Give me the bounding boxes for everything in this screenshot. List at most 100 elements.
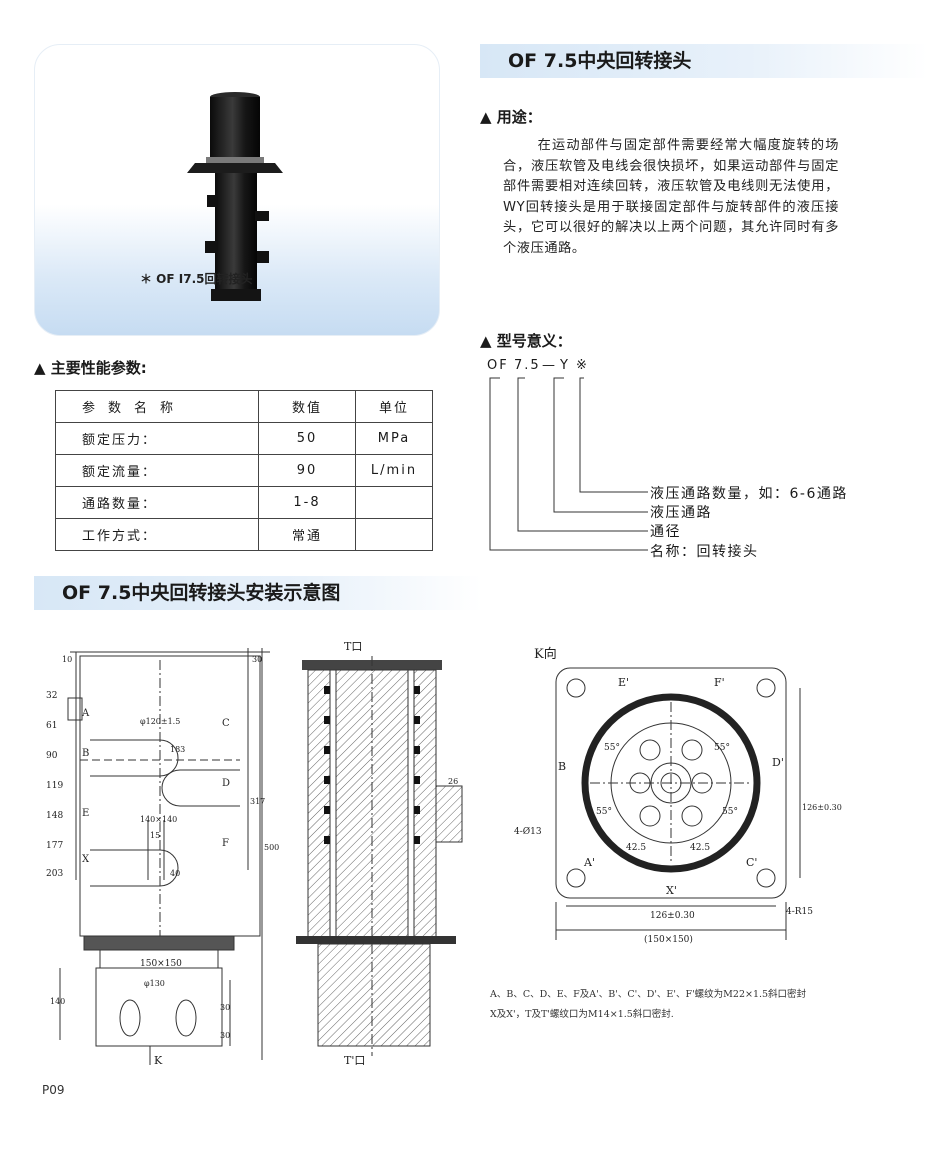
page-number: P09 xyxy=(42,1083,65,1097)
table-row: 通路数量： 1-8 xyxy=(55,486,433,519)
table-cell: 额定压力： xyxy=(55,422,259,455)
table-header: 单位 xyxy=(355,390,433,423)
table-cell: 常通 xyxy=(258,518,356,551)
port-label: A' xyxy=(583,856,595,869)
model-code-y: Y xyxy=(560,358,570,373)
model-code-mark: ※ xyxy=(576,358,589,373)
port-label: B xyxy=(82,748,89,759)
port-label: E xyxy=(82,808,89,819)
dim-label: 150×150 xyxy=(140,959,182,969)
params-heading: ▲ 主要性能参数: xyxy=(34,359,147,377)
table-header: 参数名称 xyxy=(55,390,259,423)
k-view-drawing: K向 E' F' B D' A' X' C' 55° 55° 55° 55° 4… xyxy=(514,646,842,945)
dim-label: 42.5 xyxy=(626,843,646,853)
port-label: A xyxy=(81,708,90,719)
table-cell: 90 xyxy=(258,454,356,487)
port-label: E' xyxy=(618,676,629,689)
table-cell xyxy=(355,486,433,519)
dim-label: 140 xyxy=(50,997,65,1006)
usage-text: 在运动部件与固定部件需要经常大幅度旋转的场合，液压软管及电线会很快损坏，如果运动… xyxy=(503,136,839,260)
dim-label: (150×150) xyxy=(644,934,693,945)
usage-body: 在运动部件与固定部件需要经常大幅度旋转的场合，液压软管及电线会很快损坏，如果运动… xyxy=(503,138,839,256)
port-label: F xyxy=(222,838,229,849)
table-cell: 1-8 xyxy=(258,486,356,519)
dim-label: 26 xyxy=(448,777,458,786)
model-code-of: OF xyxy=(487,358,509,373)
model-code-dash: — xyxy=(542,358,557,373)
dim-left-label: 119 xyxy=(46,781,63,791)
port-label: C' xyxy=(746,856,757,869)
install-title: OF 7.5中央回转接头安装示意图 xyxy=(34,576,482,610)
dim-label: 40 xyxy=(170,869,180,878)
port-label: F' xyxy=(714,676,725,689)
dim-label: 30 xyxy=(252,655,262,664)
install-title-text: 7.5中央回转接头安装示意图 xyxy=(97,582,341,604)
dim-label: 183 xyxy=(170,745,185,754)
front-view-drawing: 32 61 90 119 148 177 203 A B E X C D F 1… xyxy=(46,648,279,1067)
table-cell: MPa xyxy=(355,422,433,455)
rotary-joint-photo xyxy=(187,92,283,301)
table-row: 额定流量： 90 L/min xyxy=(55,454,433,487)
port-label: D xyxy=(222,778,230,789)
table-header-row: 参数名称 数值 单位 xyxy=(55,390,433,423)
dim-label: φ120±1.5 xyxy=(140,717,180,726)
dim-label: 15 xyxy=(150,831,160,840)
dim-label: 10 xyxy=(62,655,72,664)
dim-left-label: 32 xyxy=(46,691,57,701)
model-label-path: 液压通路 xyxy=(650,505,712,521)
dim-label: 317 xyxy=(250,797,265,806)
model-code-size: 7.5 xyxy=(514,358,541,373)
thread-note-1: A、B、C、D、E、F及A'、B'、C'、D'、E'、F'螺纹为M22×1.5斜… xyxy=(490,989,807,1000)
hole-dim-label: 4-Ø13 xyxy=(514,826,542,837)
table-row: 额定压力： 50 MPa xyxy=(55,422,433,455)
table-cell: L/min xyxy=(355,454,433,487)
table-cell: 工作方式： xyxy=(55,518,259,551)
table-cell: 额定流量： xyxy=(55,454,259,487)
radius-dim-label: 4-R15 xyxy=(786,907,813,917)
k-view-title: K向 xyxy=(534,646,557,662)
port-label: C xyxy=(222,718,230,729)
port-label: D' xyxy=(772,756,784,769)
angle-label: 55° xyxy=(722,807,738,817)
table-cell: 50 xyxy=(258,422,356,455)
section-view-drawing: T口 T'口 26 xyxy=(296,640,463,1067)
dim-label: 126±0.30 xyxy=(802,803,842,812)
table-cell xyxy=(355,518,433,551)
dim-left-label: 203 xyxy=(46,869,63,879)
dim-left-label: 177 xyxy=(46,841,63,851)
port-label: X' xyxy=(666,884,677,897)
page-title: OF 7.5中央回转接头 xyxy=(480,44,928,78)
dim-label: 500 xyxy=(264,843,279,852)
product-photo-panel xyxy=(34,44,440,336)
install-title-prefix: OF xyxy=(62,582,92,604)
t-port-top-label: T口 xyxy=(344,640,362,653)
table-header: 数值 xyxy=(258,390,356,423)
model-leader-lines xyxy=(489,377,648,551)
dim-label: 30 xyxy=(220,1003,230,1012)
params-table: 参数名称 数值 单位 额定压力： 50 MPa 额定流量： 90 L/min 通… xyxy=(55,390,433,551)
dim-label: 140×140 xyxy=(140,815,177,824)
dim-left-label: 148 xyxy=(46,811,63,821)
photo-caption: ＊ OF Ⅰ7.5回转接头 xyxy=(140,272,253,286)
table-cell: 通路数量： xyxy=(55,486,259,519)
dim-label: φ130 xyxy=(144,979,165,988)
page-title-text: 7.5中央回转接头 xyxy=(543,50,692,72)
thread-note-2: X及X'，T及T'螺纹口为M14×1.5斜口密封. xyxy=(490,1009,674,1020)
dim-left-label: 90 xyxy=(46,751,58,761)
t-port-bottom-label: T'口 xyxy=(344,1054,365,1067)
model-heading: ▲ 型号意义： xyxy=(480,332,572,350)
dim-label: 126±0.30 xyxy=(650,911,695,921)
model-label-count: 液压通路数量，如：6-6通路 xyxy=(650,486,848,502)
k-view-marker: K xyxy=(154,1054,163,1067)
port-label: B xyxy=(558,760,566,773)
dim-label: 30 xyxy=(220,1031,230,1040)
model-label-name: 名称：回转接头 xyxy=(650,544,759,560)
angle-label: 55° xyxy=(596,807,612,817)
usage-heading: ▲ 用途： xyxy=(480,108,542,126)
port-label: X xyxy=(82,854,90,865)
dim-left-label: 61 xyxy=(46,721,57,731)
page-title-prefix: OF xyxy=(508,50,538,72)
dim-label: 42.5 xyxy=(690,843,710,853)
angle-label: 55° xyxy=(604,743,620,753)
angle-label: 55° xyxy=(714,743,730,753)
